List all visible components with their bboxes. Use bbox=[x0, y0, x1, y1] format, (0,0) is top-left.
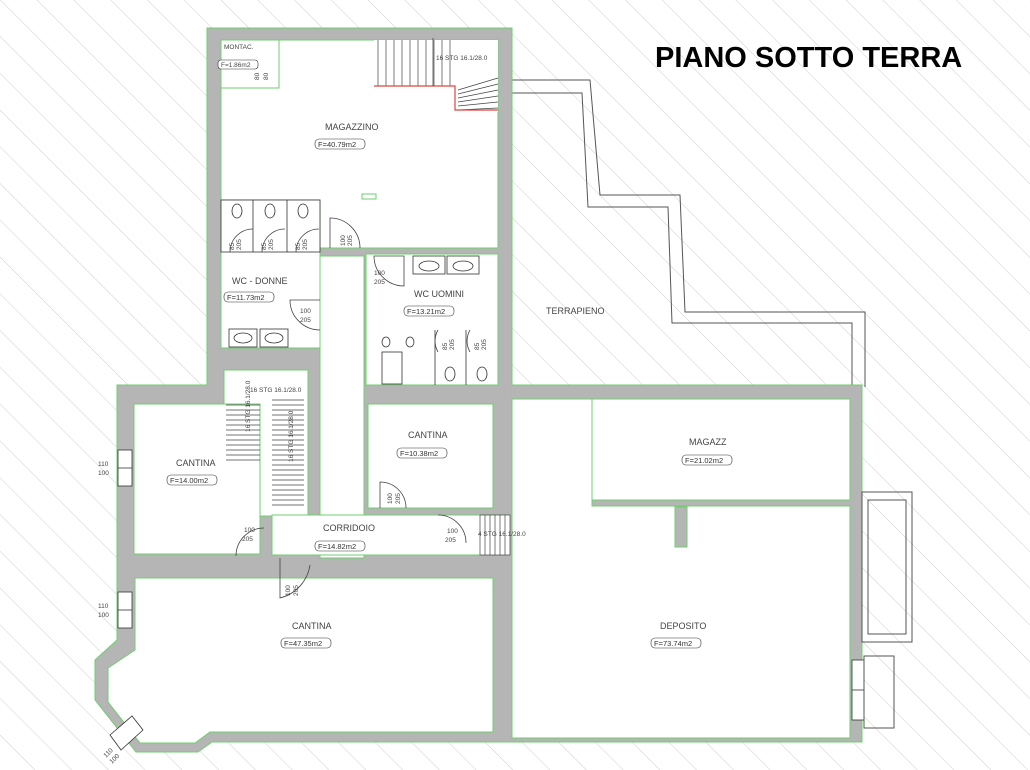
magazz-area: F=21.02m2 bbox=[685, 456, 723, 465]
door-dim-wcd-a: 100 bbox=[300, 308, 311, 315]
magazz-name: MAGAZZ bbox=[689, 437, 727, 447]
magazzino-marker bbox=[361, 193, 377, 200]
windows bbox=[109, 449, 865, 751]
magazzino-name: MAGAZZINO bbox=[325, 122, 379, 132]
montac-area: F=1.86m2 bbox=[221, 62, 251, 69]
door-dim-cantina-south-a: 100 bbox=[285, 585, 292, 596]
door-dim-wcu-a: 100 bbox=[374, 270, 385, 277]
door-dim-magazzino-b: 205 bbox=[347, 235, 354, 246]
deposito-name: DEPOSITO bbox=[660, 621, 706, 631]
wc-fixtures bbox=[220, 199, 488, 385]
wc-donne-area-box bbox=[223, 291, 275, 303]
deposito-area-box bbox=[650, 637, 702, 649]
magazzino-area-box bbox=[314, 138, 366, 150]
stair-tread bbox=[457, 101, 499, 107]
stair-west-treads bbox=[226, 399, 304, 506]
door-dim-wcu-cabin-1b: 205 bbox=[449, 339, 456, 350]
door-dim-wcu-b: 205 bbox=[374, 279, 385, 286]
wc-donne-area: F=11.73m2 bbox=[227, 293, 265, 302]
door-dim-cabin-3b: 205 bbox=[302, 239, 309, 250]
cantina-mid-area-box bbox=[396, 447, 448, 459]
room-deposito bbox=[511, 398, 851, 739]
stair-west-b-label: 16 STG 16.1/28.0 bbox=[288, 410, 295, 462]
stair-east bbox=[479, 514, 511, 556]
montac-name: MONTAC. bbox=[224, 44, 254, 51]
magazz-area-box bbox=[681, 454, 733, 466]
room-corridor-vertical bbox=[319, 255, 365, 559]
door-dim-montac-b: 80 bbox=[263, 72, 270, 80]
door-dim-wcu-cabin-1a: 85 bbox=[442, 342, 449, 350]
magazzino-area: F=40.79m2 bbox=[318, 140, 356, 149]
door-dim-cabin-2a: 85 bbox=[261, 242, 268, 250]
rooms-floor bbox=[107, 39, 851, 744]
cantina-west-area: F=14.00m2 bbox=[170, 476, 208, 485]
wc-uomini-area: F=13.21m2 bbox=[407, 307, 445, 316]
door-dim-cantina-west-a: 100 bbox=[244, 527, 255, 534]
stair-tread bbox=[457, 83, 499, 95]
window-dim-1a: 110 bbox=[98, 461, 109, 468]
stair-tread bbox=[457, 77, 499, 91]
stair-east-label: 4 STG 16.1/28.0 bbox=[478, 531, 526, 538]
stair-main bbox=[374, 38, 499, 112]
terrapieno-label: TERRAPIENO bbox=[546, 306, 605, 316]
terrapieno-outline bbox=[512, 79, 866, 387]
window-dim-2b: 100 bbox=[98, 612, 109, 619]
room-labels: MONTAC. F=1.86m2 MAGAZZINO F=40.79m2 WC … bbox=[166, 44, 733, 649]
cantina-south-name: CANTINA bbox=[292, 621, 332, 631]
wc-uomini-name: WC UOMINI bbox=[414, 289, 464, 299]
cantina-south-area-box bbox=[280, 637, 332, 649]
cantina-south-area: F=47.35m2 bbox=[284, 639, 322, 648]
wc-donne-name: WC - DONNE bbox=[232, 276, 288, 286]
door-dim-wcu-cabin-2b: 205 bbox=[481, 339, 488, 350]
door-swings bbox=[229, 217, 471, 599]
corridoio-area: F=14.82m2 bbox=[318, 542, 356, 551]
cantina-mid-name: CANTINA bbox=[408, 430, 448, 440]
door-dim-cantina-mid-a: 100 bbox=[387, 493, 394, 504]
door-dim-wcd-b: 205 bbox=[300, 317, 311, 324]
stair-main-label: 16 STG 16.1/28.0 bbox=[436, 55, 488, 62]
stair-west-top-label: 16 STG 16.1/28.0 bbox=[250, 387, 302, 394]
wc-uomini-area-box bbox=[403, 305, 455, 317]
window-dim-2a: 110 bbox=[98, 603, 109, 610]
window-dim-1b: 100 bbox=[98, 470, 109, 477]
door-dim-corr-east-b: 205 bbox=[445, 537, 456, 544]
corridoio-name: CORRIDOIO bbox=[323, 523, 375, 533]
door-dim-cabin-1a: 85 bbox=[229, 242, 236, 250]
door-dim-cabin-1b: 205 bbox=[236, 239, 243, 250]
door-dim-cantina-south-b: 205 bbox=[293, 585, 300, 596]
stair-west-a-label: 16 STG 16.1/28.0 bbox=[245, 380, 252, 432]
door-dim-corr-east-a: 100 bbox=[447, 528, 458, 535]
stair-tread bbox=[457, 95, 499, 103]
door-dim-cantina-mid-b: 205 bbox=[395, 493, 402, 504]
door-dim-cabin-3a: 85 bbox=[295, 242, 302, 250]
door-dim-wcu-cabin-2a: 85 bbox=[474, 342, 481, 350]
deposito-area: F=73.74m2 bbox=[654, 639, 692, 648]
cantina-west-name: CANTINA bbox=[176, 458, 216, 468]
stair-tread bbox=[457, 89, 499, 99]
page-title: PIANO SOTTO TERRA bbox=[655, 42, 962, 74]
door-dim-cabin-2b: 205 bbox=[268, 239, 275, 250]
cantina-west-area-box bbox=[166, 474, 218, 486]
room-corridor-horizontal bbox=[271, 514, 509, 556]
door-dim-montac-a: 80 bbox=[254, 72, 261, 80]
room-cantina-south bbox=[107, 577, 494, 744]
door-dim-cantina-west-b: 205 bbox=[242, 536, 253, 543]
column bbox=[674, 506, 688, 548]
corridoio-area-box bbox=[314, 540, 366, 552]
room-magazz bbox=[591, 398, 851, 501]
cantina-mid-area: F=10.38m2 bbox=[400, 449, 438, 458]
external-balcony bbox=[861, 491, 913, 729]
door-dim-magazzino-a: 100 bbox=[340, 235, 347, 246]
montac-area-box bbox=[217, 59, 259, 70]
